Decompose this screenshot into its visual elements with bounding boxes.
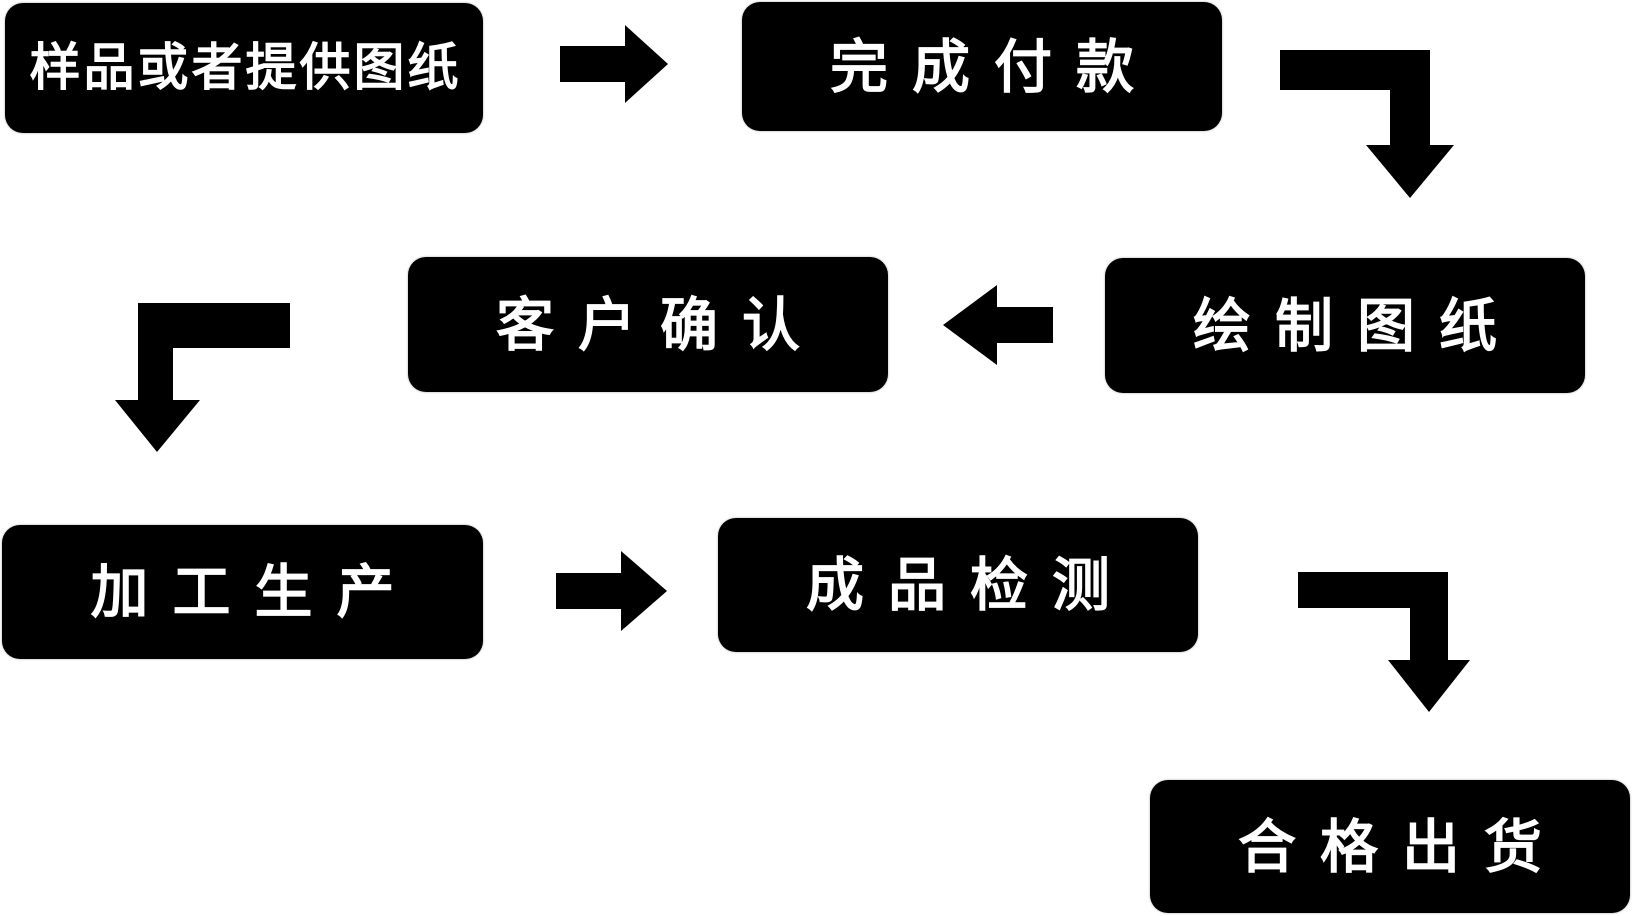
arrow-right-icon xyxy=(560,25,668,103)
node-label: 完成付款 xyxy=(829,32,1158,101)
node-qualified-shipment: 合格出货 xyxy=(1150,780,1630,913)
node-complete-payment: 完成付款 xyxy=(742,2,1222,131)
node-draw-drawings: 绘制图纸 xyxy=(1105,258,1585,393)
node-sample-or-provide-drawings: 样品或者提供图纸 xyxy=(5,3,483,133)
node-label: 绘制图纸 xyxy=(1192,291,1521,360)
arrow-elbow-right-down-icon xyxy=(1298,572,1470,712)
arrow-elbow-left-down-icon xyxy=(115,303,290,452)
node-label: 合格出货 xyxy=(1237,812,1566,881)
node-processing-production: 加工生产 xyxy=(2,525,483,659)
arrow-left-icon xyxy=(943,285,1053,365)
arrow-right-icon xyxy=(556,551,667,631)
node-finished-product-inspection: 成品检测 xyxy=(718,518,1198,652)
node-customer-confirmation: 客户确认 xyxy=(408,257,888,392)
node-label: 客户确认 xyxy=(495,290,824,359)
arrow-elbow-right-down-icon xyxy=(1280,50,1454,198)
node-label: 加工生产 xyxy=(90,558,419,626)
node-label: 样品或者提供图纸 xyxy=(29,38,462,98)
node-label: 成品检测 xyxy=(805,551,1134,619)
